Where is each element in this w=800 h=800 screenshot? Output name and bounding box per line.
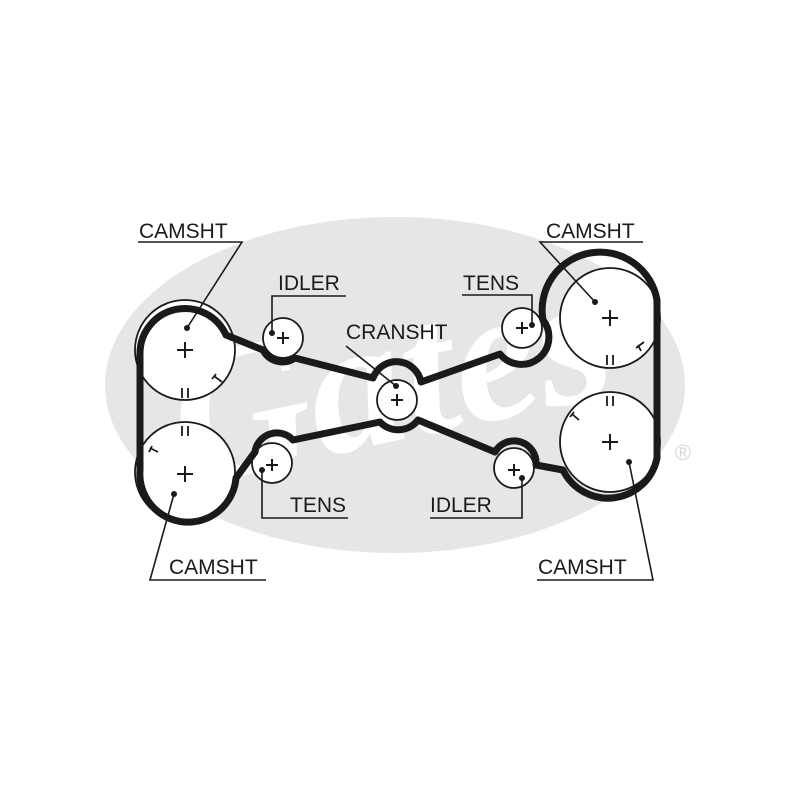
- label-idler-top: IDLER: [278, 272, 340, 295]
- timing-mark-icon: [148, 445, 159, 453]
- center-cross-icon: [391, 394, 403, 406]
- label-camshaft-bottom-left: CAMSHT: [169, 556, 258, 579]
- timing-belt: [136, 248, 661, 526]
- center-cross-icon: [177, 342, 193, 358]
- timing-mark-icon: [569, 411, 580, 421]
- registered-mark: ®: [675, 440, 691, 465]
- timing-mark-icon: [606, 396, 614, 406]
- label-camshaft-bottom-right: CAMSHT: [538, 556, 627, 579]
- leader-lines: [138, 241, 654, 581]
- timing-mark-icon: [211, 373, 223, 383]
- center-cross-icon: [277, 332, 289, 344]
- timing-mark-icon: [635, 341, 645, 352]
- timing-mark-icon: [181, 426, 189, 436]
- label-tensioner-top: TENS: [463, 272, 519, 295]
- label-camshaft-top-left: CAMSHT: [139, 220, 228, 243]
- center-cross-icon: [602, 310, 618, 326]
- timing-marks: [148, 341, 645, 453]
- center-cross-icon: [266, 459, 278, 471]
- label-camshaft-top-right: CAMSHT: [546, 220, 635, 243]
- timing-mark-icon: [606, 355, 614, 365]
- center-cross-icon: [516, 322, 528, 334]
- pulley-centers: [177, 310, 618, 482]
- timing-mark-icon: [181, 388, 189, 398]
- labels: CAMSHT IDLER CRANSHT TENS CAMSHT TENS ID…: [139, 220, 635, 579]
- center-cross-icon: [508, 464, 520, 476]
- center-cross-icon: [602, 434, 618, 450]
- label-crankshaft: CRANSHT: [346, 321, 448, 344]
- label-tensioner-bottom: TENS: [290, 494, 346, 517]
- label-idler-bottom: IDLER: [430, 494, 492, 517]
- center-cross-icon: [177, 466, 193, 482]
